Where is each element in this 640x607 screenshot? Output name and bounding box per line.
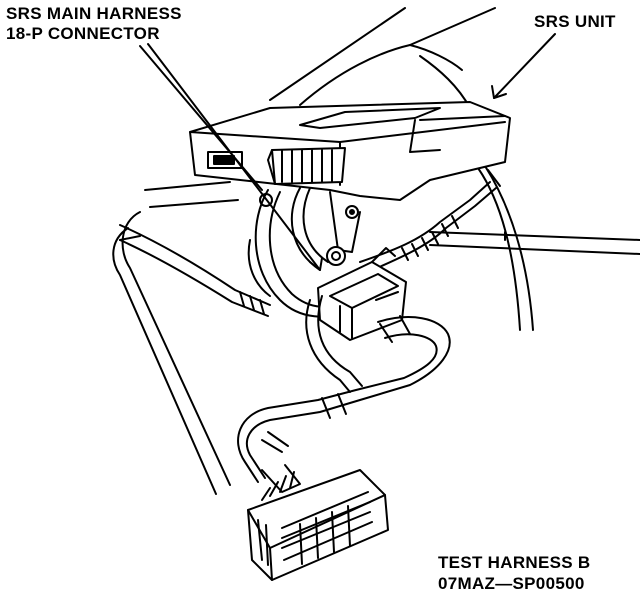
leader-lines — [140, 34, 555, 270]
test-harness-label-line2: 07MAZ—SP00500 — [438, 574, 585, 593]
test-harness-b-plug — [248, 465, 388, 580]
mounting-bracket — [270, 8, 495, 108]
left-harness — [120, 225, 270, 316]
srs-unit-label: SRS UNIT — [534, 12, 616, 31]
srs-main-harness-label-line1: SRS MAIN HARNESS — [6, 4, 182, 23]
srs-unit — [190, 102, 510, 252]
srs-main-harness-label-line2: 18-P CONNECTOR — [6, 24, 160, 43]
test-harness-b-cable — [238, 296, 450, 482]
srs-main-harness-label: SRS MAIN HARNESS 18-P CONNECTOR — [6, 4, 182, 44]
test-harness-label: TEST HARNESS B 07MAZ—SP00500 — [438, 552, 591, 594]
srs-main-harness-18p-connector — [268, 148, 345, 184]
test-harness-label-line1: TEST HARNESS B — [438, 553, 591, 572]
